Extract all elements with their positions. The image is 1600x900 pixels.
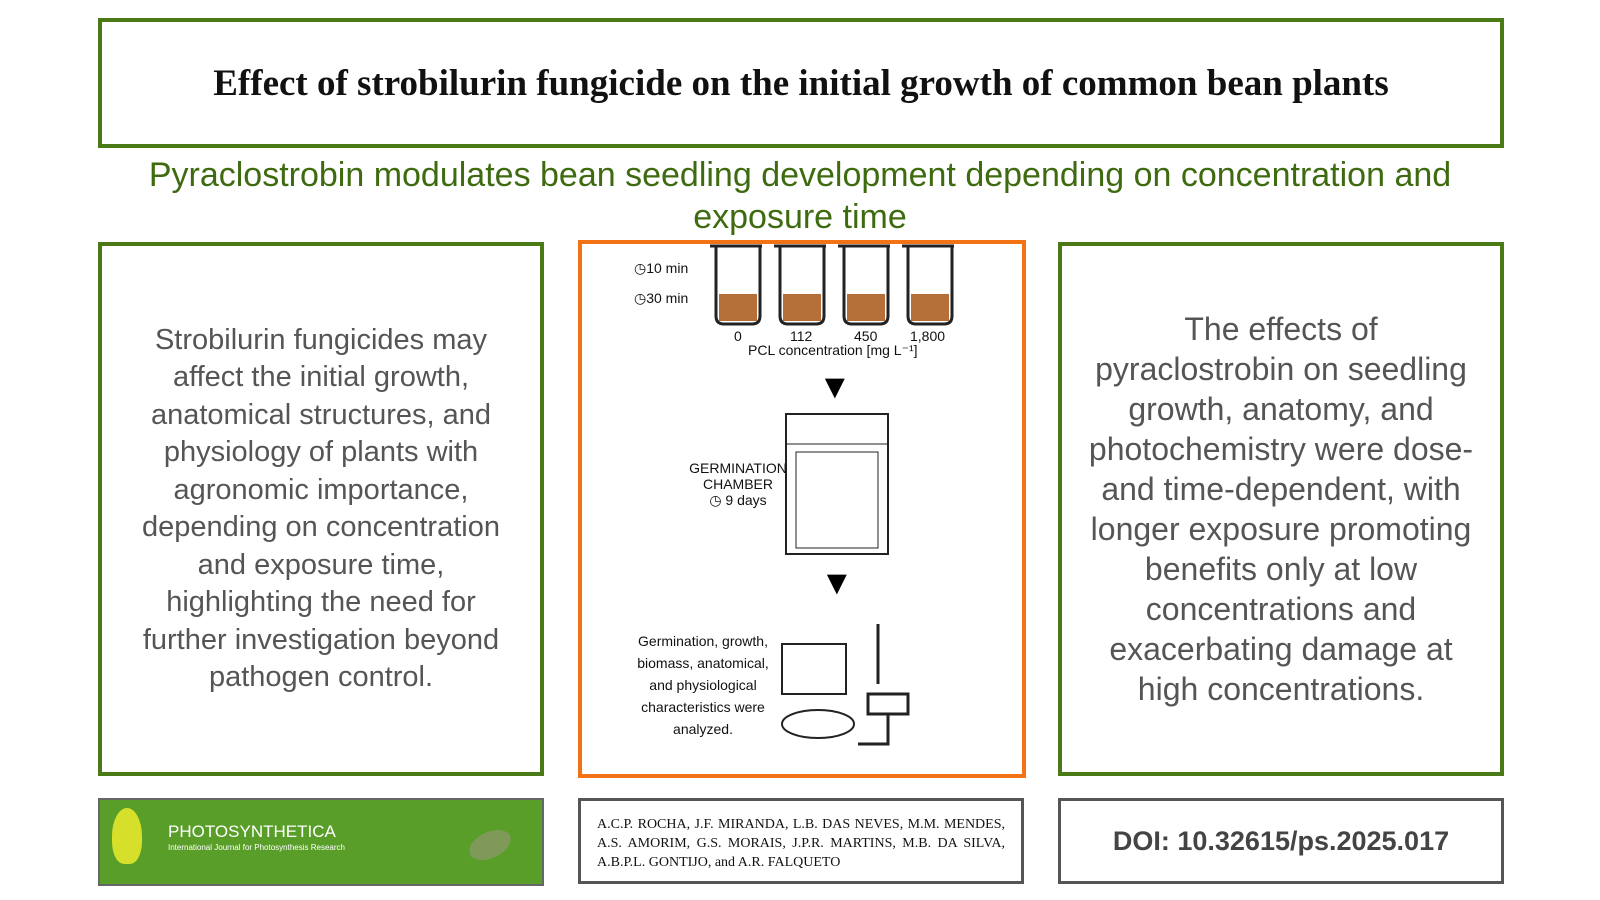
time-10min: ◷10 min (634, 260, 689, 276)
journal-banner[interactable]: PHOTOSYNTHETICA International Journal fo… (98, 798, 544, 886)
axis-label: PCL concentration [mg L⁻¹] (748, 342, 918, 358)
conclusion-panel: The effects of pyraclostrobin on seedlin… (1058, 242, 1504, 776)
conc-1800: 1,800 (910, 328, 946, 344)
title: Effect of strobilurin fungicide on the i… (98, 18, 1504, 148)
lab-equipment-icon (781, 624, 910, 746)
authors: A.C.P. ROCHA, J.F. MIRANDA, L.B. DAS NEV… (578, 798, 1024, 884)
doi[interactable]: DOI: 10.32615/ps.2025.017 (1058, 798, 1504, 884)
background-text: Strobilurin fungicides may affect the in… (142, 323, 500, 694)
journal-name: PHOTOSYNTHETICA (168, 822, 336, 841)
leaf-logo-icon (112, 808, 142, 864)
beakers-icon (710, 244, 954, 326)
conc-0: 0 (734, 328, 742, 344)
methods-diagram: ◷10 min ◷30 min 0 112 450 1,800 PCL conc… (578, 240, 1026, 778)
journal-tagline: International Journal for Photosynthesis… (168, 843, 345, 852)
arrow-down-icon: ▼ (820, 564, 854, 602)
analysis-text: Germination, growth, biomass, anatomical… (637, 633, 769, 737)
arrow-down-icon: ▼ (818, 368, 852, 406)
germination-chamber-icon (785, 413, 889, 555)
conclusion-text: The effects of pyraclostrobin on seedlin… (1088, 311, 1474, 707)
subtitle: Pyraclostrobin modulates bean seedling d… (148, 156, 1452, 236)
conc-112: 112 (790, 328, 813, 344)
conc-450: 450 (854, 328, 878, 344)
background-panel: Strobilurin fungicides may affect the in… (98, 242, 544, 776)
leaf-decoration-icon (464, 823, 516, 867)
time-30min: ◷30 min (634, 290, 689, 306)
